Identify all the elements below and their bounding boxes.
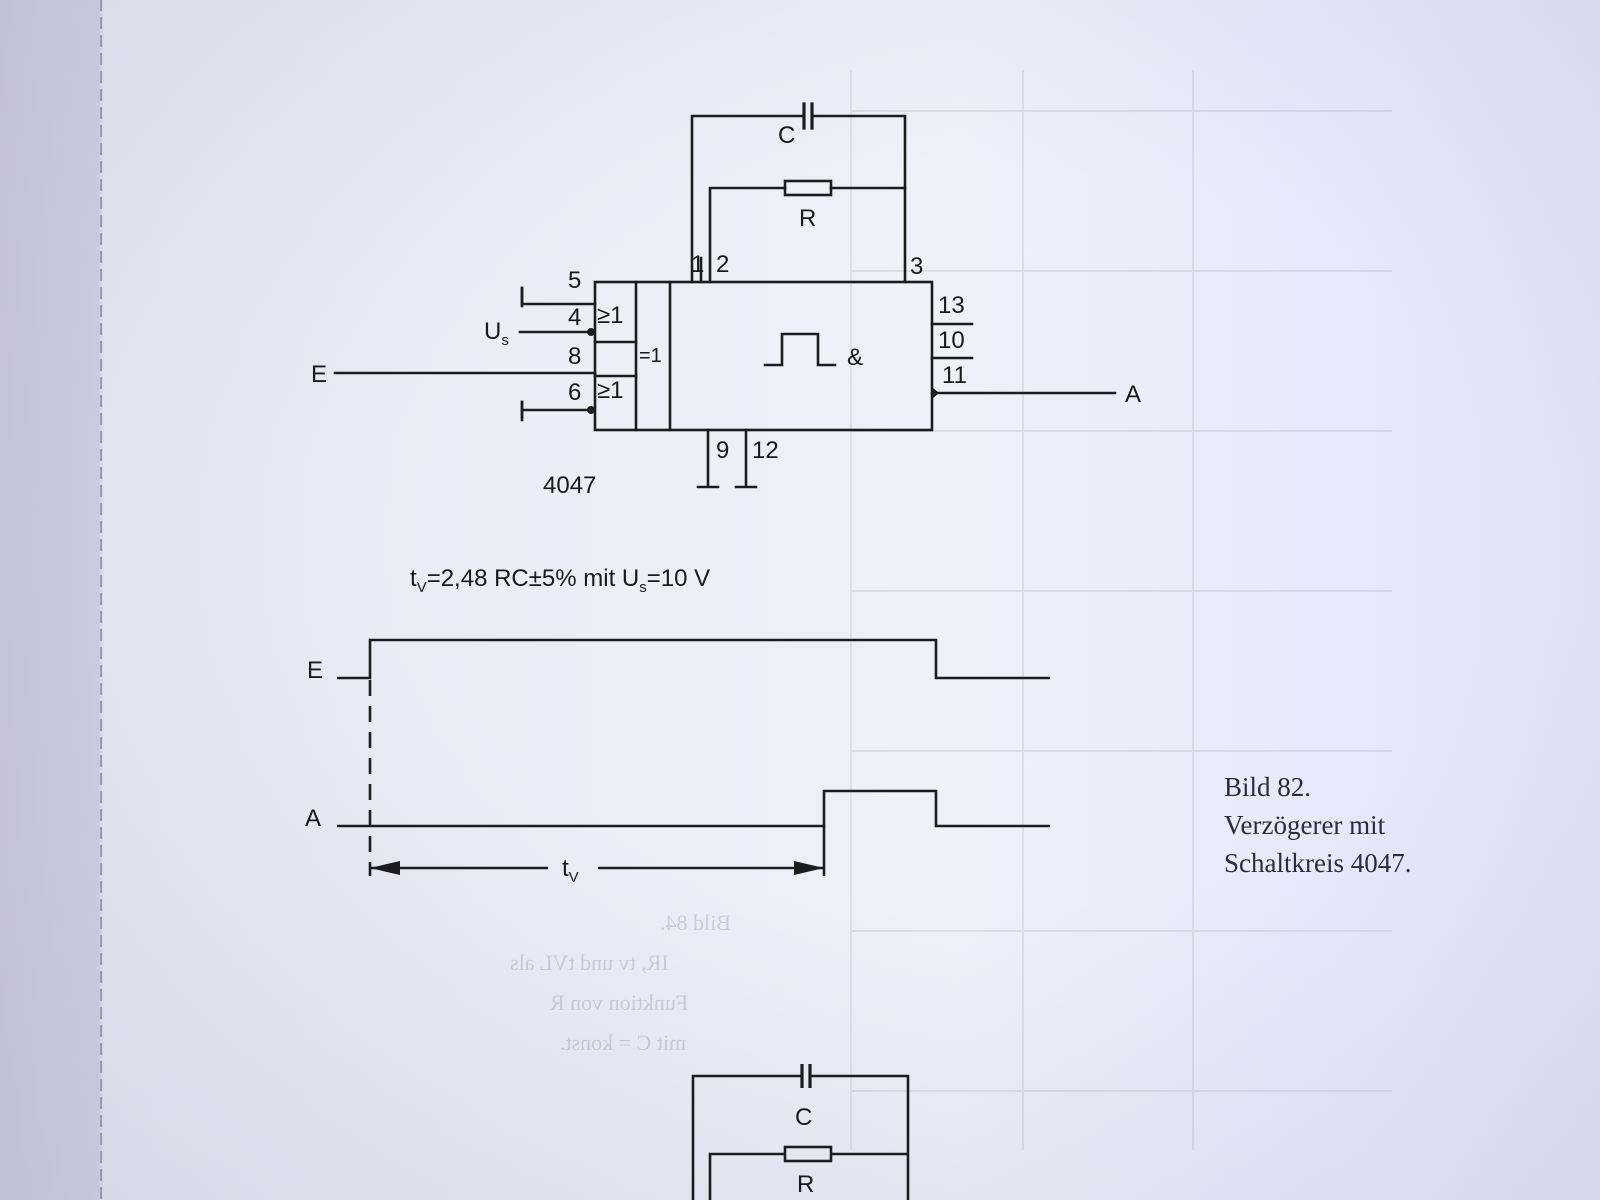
lower-resistor-body bbox=[783, 1145, 833, 1163]
resistor-wire-left bbox=[708, 186, 787, 284]
lower-capacitor-wire-right bbox=[810, 1074, 910, 1200]
pin4-label: 4 bbox=[568, 304, 581, 331]
lower-capacitor-wire-left bbox=[691, 1074, 802, 1200]
capacitor-wire-right bbox=[810, 114, 907, 284]
lower-resistor-wire-left bbox=[708, 1152, 785, 1200]
lower-resistor-label: R bbox=[797, 1171, 814, 1198]
signal-a-label: A bbox=[305, 805, 321, 832]
caption-line-2: Verzögerer mit bbox=[1224, 810, 1386, 840]
formula: tV=2,48 RC±5% mit Us=10 V bbox=[410, 565, 710, 596]
supply-label: U bbox=[484, 318, 501, 345]
pin9-label: 9 bbox=[716, 437, 729, 464]
pin1-label: 1 bbox=[691, 251, 704, 278]
supply-subscript: s bbox=[501, 332, 509, 349]
pin5-label: 5 bbox=[568, 267, 581, 294]
pin6-label: 6 bbox=[568, 379, 581, 406]
output-a-label: A bbox=[1125, 381, 1141, 408]
lower-capacitor-label: C bbox=[795, 1104, 812, 1131]
monostable-pulse-symbol bbox=[763, 332, 837, 367]
or-gate-lower-label: ≥1 bbox=[597, 377, 624, 404]
bleedthrough-grid bbox=[850, 70, 1392, 1150]
figure-caption: Bild 82. Verzögerer mit Schaltkreis 4047… bbox=[1224, 768, 1411, 882]
pin12-label: 12 bbox=[752, 437, 779, 464]
xor-gate-label: =1 bbox=[639, 345, 662, 367]
pin2-label: 2 bbox=[716, 251, 729, 278]
resistor-label: R bbox=[799, 205, 816, 232]
output-arrow bbox=[932, 387, 939, 399]
caption-line-3: Schaltkreis 4047. bbox=[1224, 848, 1412, 878]
tv-label: tV bbox=[562, 855, 579, 886]
pin5-ground bbox=[520, 286, 597, 306]
chip-name-label: 4047 bbox=[543, 472, 596, 499]
pin11-label: 11 bbox=[942, 362, 967, 389]
capacitor-label: C bbox=[778, 122, 795, 149]
signal-e-waveform bbox=[337, 638, 1050, 680]
caption-line-1: Bild 82. bbox=[1224, 772, 1312, 802]
svg-text:Us: Us bbox=[484, 318, 509, 349]
input-e-label: E bbox=[311, 361, 327, 388]
signal-a-waveform bbox=[337, 789, 1050, 828]
or-gate-upper-label: ≥1 bbox=[597, 302, 624, 329]
arrowhead-left bbox=[370, 861, 400, 875]
and-gate-label: & bbox=[847, 344, 863, 371]
inversion-bubble-pin4 bbox=[587, 328, 595, 336]
pin3-label: 3 bbox=[910, 253, 923, 280]
resistor-body bbox=[783, 179, 833, 197]
arrowhead-right bbox=[794, 861, 824, 875]
pin10-label: 10 bbox=[938, 327, 965, 354]
inversion-bubble-pin6 bbox=[587, 406, 595, 414]
signal-e-label: E bbox=[307, 657, 323, 684]
ic-4047-body bbox=[593, 280, 934, 432]
capacitor-wire-left bbox=[690, 114, 806, 284]
pin8-label: 8 bbox=[568, 343, 581, 370]
pin13-label: 13 bbox=[938, 292, 965, 319]
